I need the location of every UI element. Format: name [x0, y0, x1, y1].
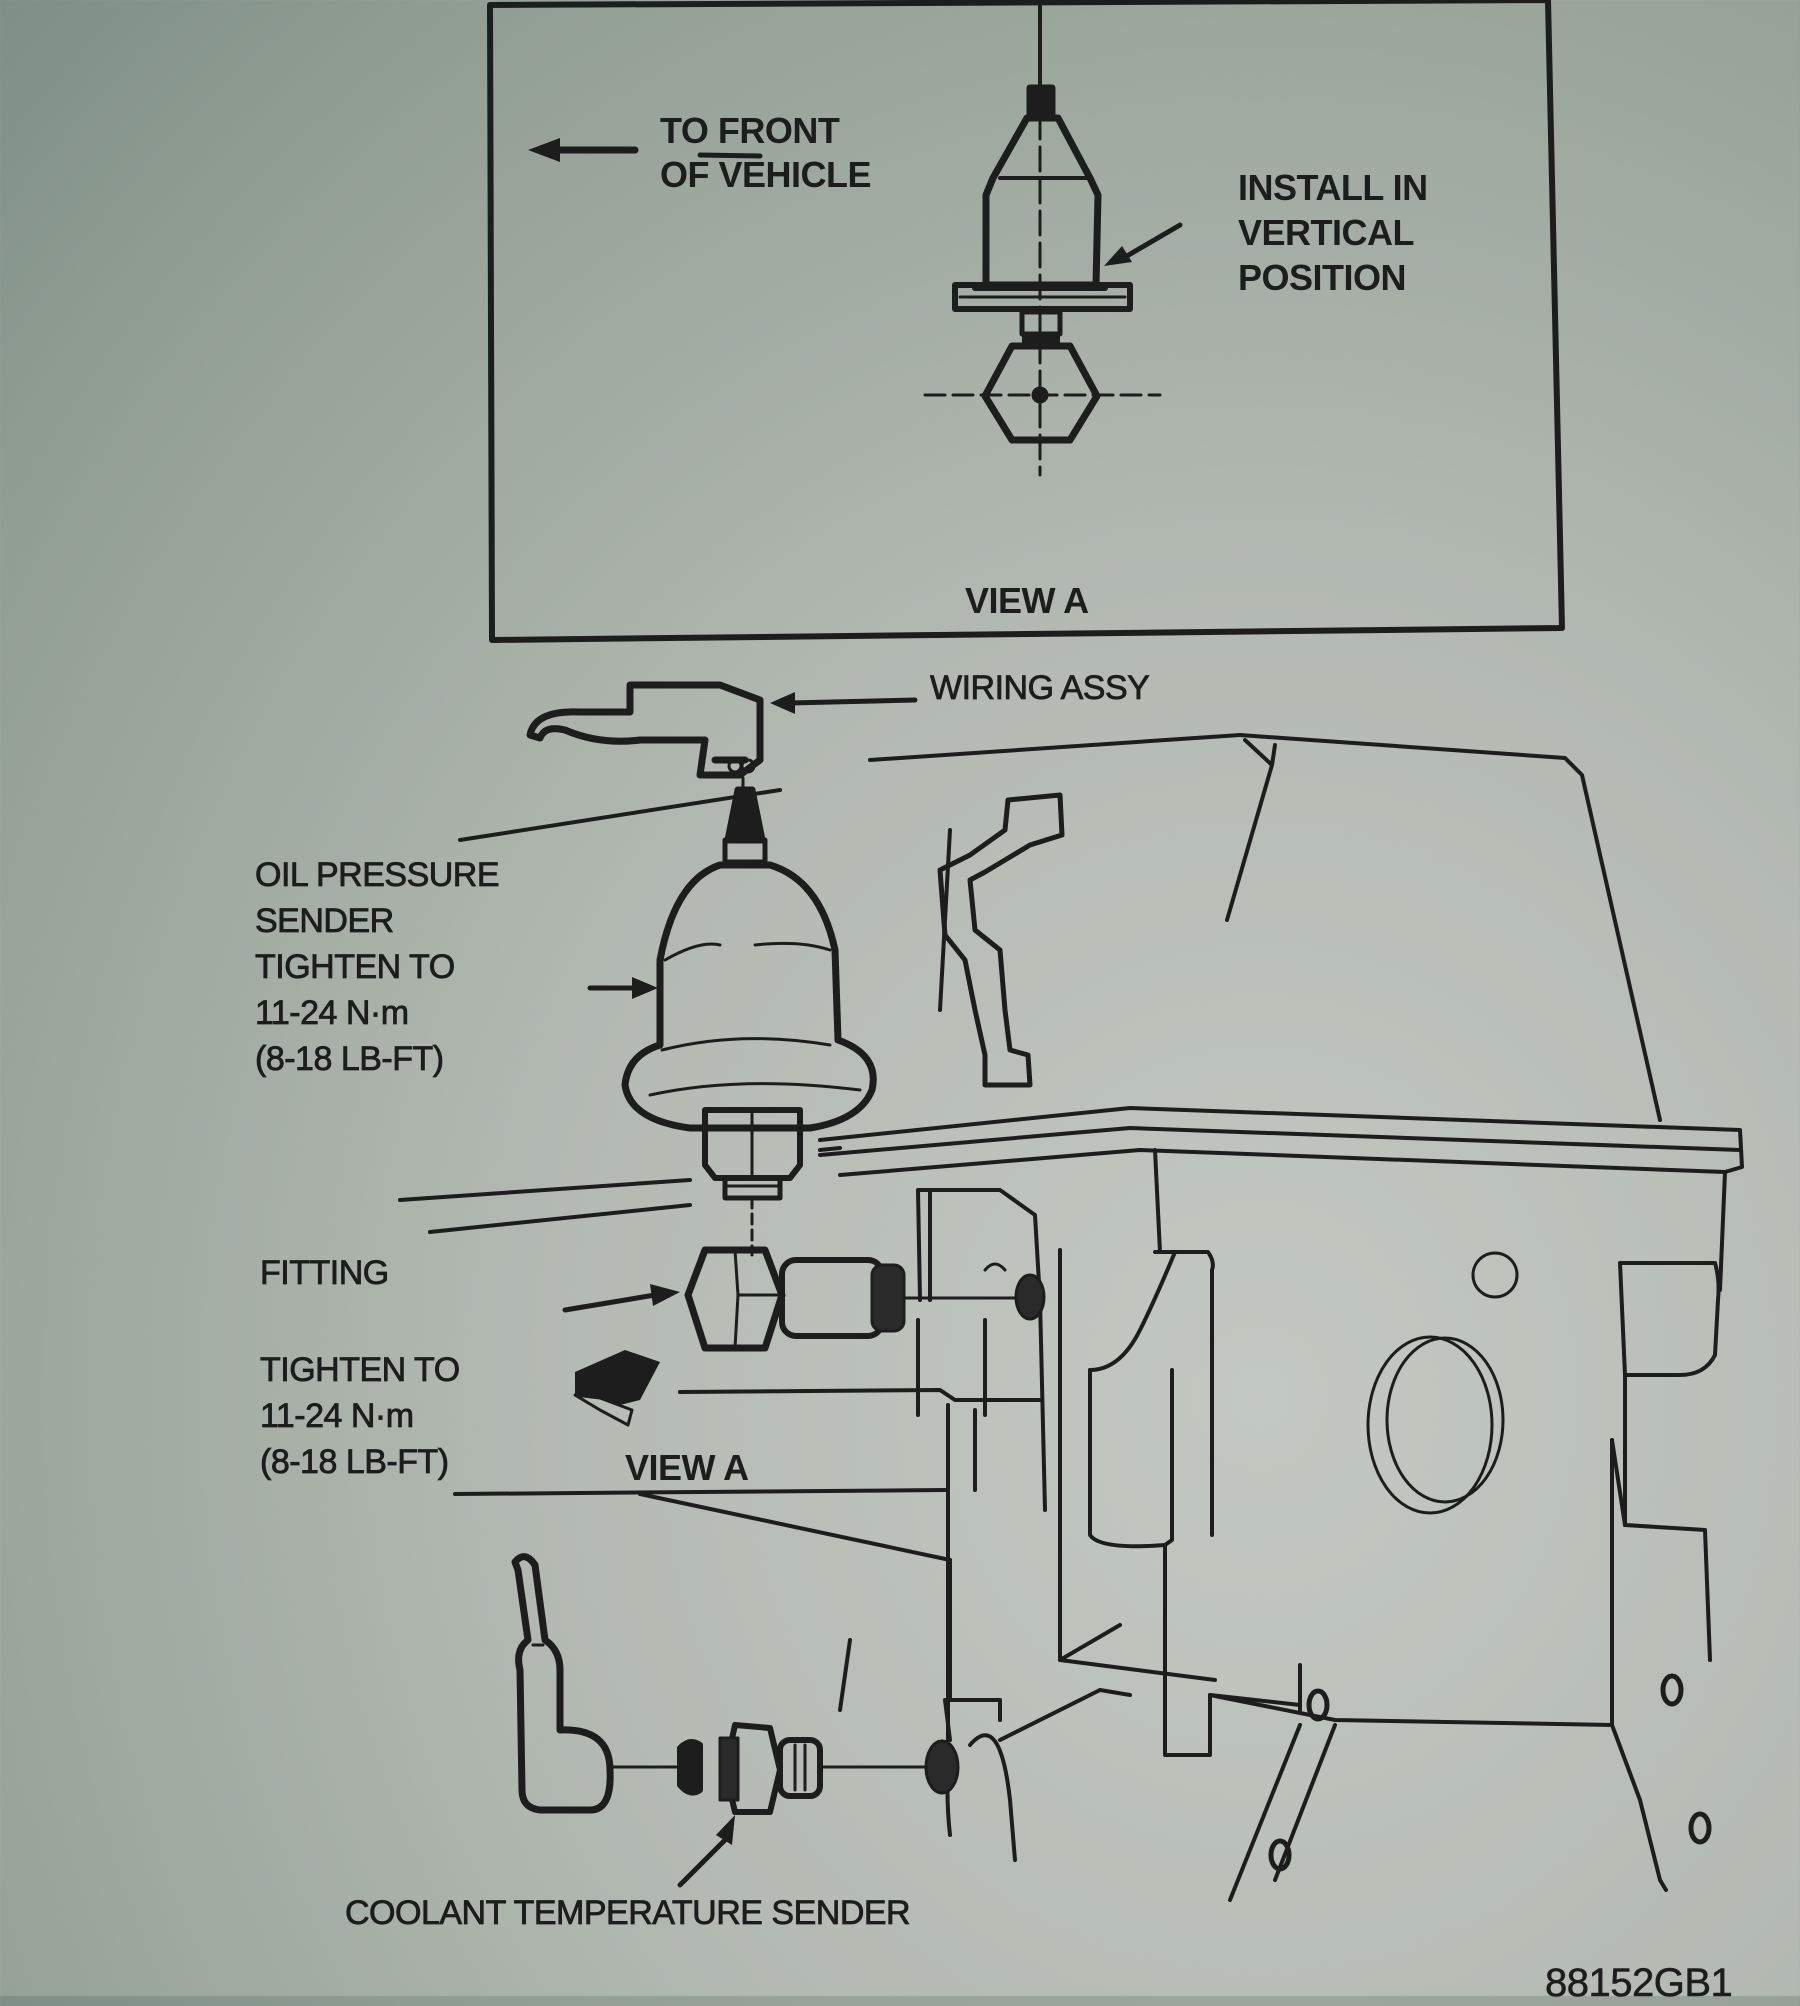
wiring-assy-label: WIRING ASSY	[930, 669, 1151, 708]
mounting-bracket	[937, 792, 1065, 1088]
fitting-tighten-label: TIGHTEN TO	[260, 1351, 461, 1390]
fitting-label: FITTING	[260, 1254, 390, 1293]
front-label-line1: TO FRONT	[660, 110, 840, 151]
install-leader-arrow-icon	[1104, 222, 1183, 266]
fitting-torque-lbft: (8-18 LB-FT)	[260, 1443, 450, 1482]
install-label-line3: POSITION	[1238, 257, 1407, 298]
install-label-line1: INSTALL IN	[1238, 167, 1428, 208]
front-leader	[697, 152, 763, 159]
wiring-leader-arrow-icon	[770, 692, 918, 714]
oil-sender-leader-arrow-icon	[587, 977, 658, 999]
oil-pressure-sender	[621, 786, 877, 1201]
inset-title: VIEW A	[965, 580, 1089, 621]
sender-side-view	[923, 0, 1162, 477]
view-a-inset	[487, 0, 1565, 643]
coolant-leader-arrow-icon	[677, 1815, 735, 1888]
coolant-connector	[511, 1553, 614, 1814]
to-front-arrow-icon	[528, 138, 639, 162]
front-label-line2: OF VEHICLE	[660, 154, 872, 195]
view-a-direction-icon	[573, 1350, 660, 1427]
oil-sender-torque-lbft: (8-18 LB-FT)	[255, 1040, 445, 1079]
surface-lines	[398, 1146, 842, 1234]
oil-sender-label-line2: SENDER	[255, 902, 395, 941]
install-label-line2: VERTICAL	[1238, 212, 1415, 253]
fitting	[684, 1246, 1046, 1352]
coolant-sender-label: COOLANT TEMPERATURE SENDER	[345, 1894, 911, 1933]
view-a-reference: VIEW A	[625, 1447, 749, 1488]
inset-frame	[487, 0, 1565, 643]
coolant-sender	[610, 1722, 960, 1815]
oil-sender-torque-nm: 11-24 N·m	[255, 994, 410, 1033]
fitting-torque-nm: 11-24 N·m	[260, 1397, 415, 1436]
wiring-connector	[526, 681, 764, 779]
engine-block-outline	[453, 733, 1744, 1902]
fitting-leader-arrow-icon	[562, 1284, 680, 1313]
oil-sender-label-line3: TIGHTEN TO	[255, 948, 456, 987]
figure-number: 88152GB1	[1545, 1961, 1733, 2006]
oil-sender-label-line1: OIL PRESSURE	[255, 856, 500, 895]
